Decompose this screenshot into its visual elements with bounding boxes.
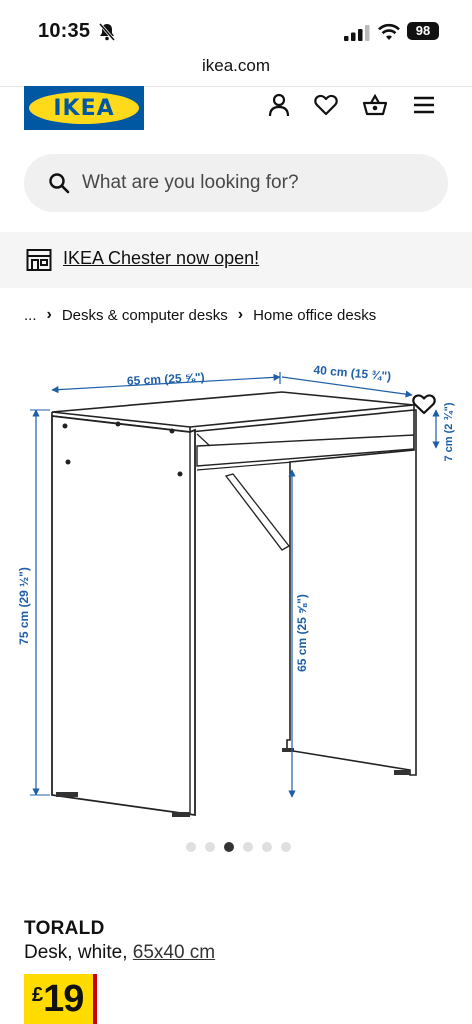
product-size-link[interactable]: 65x40 cm: [132, 942, 216, 963]
breadcrumb-ellipsis[interactable]: ...: [24, 306, 37, 324]
depth-dimension-label: 40 cm (15 ¾"): [313, 363, 392, 384]
status-bar: 10:35 98: [0, 0, 472, 54]
store-banner[interactable]: IKEA Chester now open!: [0, 232, 472, 288]
chevron-right-icon: ›: [237, 306, 244, 323]
carousel-dot[interactable]: [204, 842, 215, 852]
basket-icon[interactable]: [362, 92, 388, 118]
wifi-icon: [378, 23, 400, 40]
carousel-dot[interactable]: [280, 842, 291, 852]
breadcrumb: ... › Desks & computer desks › Home offi…: [24, 306, 376, 324]
carousel-dots: [0, 842, 472, 852]
wishlist-heart-icon[interactable]: [411, 392, 437, 416]
breadcrumb-item[interactable]: Home office desks: [253, 306, 377, 324]
carousel-dot[interactable]: [185, 842, 196, 852]
height-dimension-label: 75 cm (29 ½"): [17, 567, 31, 645]
store-link[interactable]: IKEA Chester now open!: [63, 248, 260, 268]
heart-icon[interactable]: [313, 92, 339, 118]
search-icon: [49, 173, 70, 194]
breadcrumb-item[interactable]: Desks & computer desks: [61, 306, 228, 324]
user-icon[interactable]: [266, 92, 292, 118]
product-name[interactable]: TORALD: [24, 918, 105, 939]
search-input[interactable]: [82, 154, 422, 212]
browser-url[interactable]: ikea.com: [201, 56, 271, 75]
price-value: 19: [43, 978, 84, 1020]
signal-icon: [344, 25, 370, 41]
battery-icon: 98: [407, 22, 439, 40]
carousel-dot[interactable]: [223, 842, 234, 852]
product-description: Desk, white, 65x40 cm: [24, 942, 215, 964]
width-dimension-label: 65 cm (25 ⅝"): [127, 370, 205, 388]
search-bar[interactable]: [24, 154, 448, 212]
status-time: 10:35: [38, 20, 91, 42]
product-description-text: Desk, white,: [24, 942, 133, 963]
product-dimension-image[interactable]: 65 cm (25 ⅝") 40 cm (15 ¾") 75 cm (29 ½"…: [0, 350, 472, 830]
menu-icon[interactable]: [411, 92, 437, 118]
store-icon: [26, 249, 52, 271]
ikea-logo[interactable]: IKEA: [24, 86, 144, 130]
divider: [0, 86, 472, 87]
inner-height-dimension-label: 65 cm (25 ⅝"): [295, 594, 309, 672]
carousel-dot[interactable]: [261, 842, 272, 852]
carousel-dot[interactable]: [242, 842, 253, 852]
shelf-dimension-label: 7 cm (2 ¾"): [443, 402, 455, 461]
price-currency: £: [32, 984, 44, 1006]
chevron-right-icon: ›: [46, 306, 52, 323]
logo-text: IKEA: [53, 95, 115, 121]
bell-slash-icon: [98, 23, 116, 41]
price-badge: £ 19: [24, 974, 98, 1024]
